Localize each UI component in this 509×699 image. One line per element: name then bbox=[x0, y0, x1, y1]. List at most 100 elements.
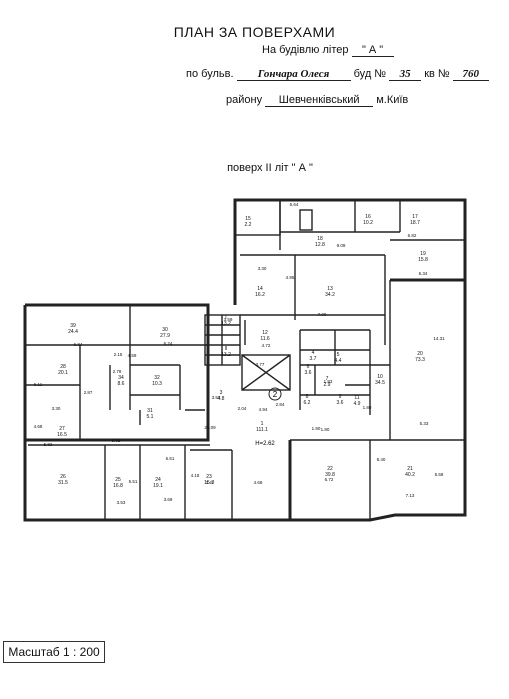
dimension-value: 21.09 bbox=[204, 425, 216, 430]
room-number: 4 bbox=[312, 350, 315, 356]
dimension-labels: 5.646.342.156.246.112.874.593.304.689.82… bbox=[34, 202, 446, 505]
outer-walls bbox=[23, 198, 467, 522]
dimension-value: 14.31 bbox=[433, 336, 445, 341]
dimension-value: 4.94 bbox=[259, 407, 268, 412]
dimension-value: 8.40 bbox=[377, 457, 386, 462]
district-line: району Шевченківський м.Київ bbox=[226, 94, 408, 107]
room-number: I bbox=[225, 315, 226, 321]
room-area: 4.9 bbox=[354, 401, 361, 407]
dimension-value: 3.53 bbox=[212, 395, 221, 400]
dimension-value: 6.24 bbox=[164, 341, 173, 346]
building-line: На будівлю літер " А " bbox=[262, 44, 394, 57]
dimension-value: 5.33 bbox=[420, 421, 429, 426]
room-area: 16.5 bbox=[57, 432, 67, 438]
room-area: 73.3 bbox=[415, 357, 425, 363]
dimension-value: 4.72 bbox=[262, 343, 271, 348]
room-area: 15.7 bbox=[204, 480, 214, 486]
room-area: 3.7 bbox=[310, 356, 317, 362]
scale-box: Масштаб 1 : 200 bbox=[3, 641, 105, 663]
room-number: 12 bbox=[262, 330, 268, 336]
room-number: 15 bbox=[245, 216, 251, 222]
room-number: 8 bbox=[306, 394, 309, 400]
room-area: 2.9 bbox=[324, 382, 331, 388]
room-number: 1 bbox=[261, 421, 264, 427]
room-number: 32 bbox=[154, 375, 160, 381]
room-area: 18.7 bbox=[410, 220, 420, 226]
dimension-value: 2.87 bbox=[84, 390, 93, 395]
room-number: 14 bbox=[257, 286, 263, 292]
room-area: 3.6 bbox=[305, 370, 312, 376]
room-area: 13.2 bbox=[221, 321, 231, 327]
dimension-value: 3.53 bbox=[117, 500, 126, 505]
inner-walls bbox=[25, 199, 465, 520]
room-area: 2.2 bbox=[245, 222, 252, 228]
room-area: 10.3 bbox=[152, 381, 162, 387]
room-area: 10.2 bbox=[363, 220, 373, 226]
dimension-value: 3.59 bbox=[224, 317, 233, 322]
height-label: Н=2.62 bbox=[255, 441, 275, 447]
district-name: Шевченківський bbox=[265, 94, 374, 107]
room-number: 17 bbox=[412, 214, 418, 220]
dimension-value: 5.64 bbox=[290, 202, 299, 207]
room-area: 40.2 bbox=[405, 472, 415, 478]
room-area: 3.6 bbox=[337, 400, 344, 406]
room-number: 28 bbox=[60, 364, 66, 370]
room-area: 31.5 bbox=[58, 480, 68, 486]
dimension-value: 9.09 bbox=[337, 243, 346, 248]
dimension-value: 4.68 bbox=[254, 480, 263, 485]
room-number: 18 bbox=[317, 236, 323, 242]
room-area: 15.8 bbox=[418, 257, 428, 263]
room-area: 34.2 bbox=[325, 292, 335, 298]
room-number: 7 bbox=[326, 376, 329, 382]
dimension-value: 6.72 bbox=[325, 477, 334, 482]
room-area: 4.4 bbox=[335, 358, 342, 364]
room-number: 26 bbox=[60, 474, 66, 480]
address-line: по бульв. Гончара Олеся буд № 35 кв № 76… bbox=[186, 68, 489, 81]
room-number: 13 bbox=[327, 286, 333, 292]
building-prefix: На будівлю літер bbox=[262, 44, 349, 56]
dimension-value: 4.59 bbox=[128, 353, 137, 358]
room-number: 9 bbox=[339, 394, 342, 400]
dimension-value: 4.18 bbox=[191, 473, 200, 478]
dimension-value: 1.90 bbox=[312, 426, 321, 431]
room-number: 19 bbox=[420, 251, 426, 257]
room-number: 31 bbox=[147, 408, 153, 414]
room-number: 27 bbox=[59, 426, 65, 432]
dimension-value: 7.00 bbox=[318, 312, 327, 317]
room-number: 25 bbox=[115, 477, 121, 483]
room-area: 16.2 bbox=[255, 292, 265, 298]
dimension-value: 3.69 bbox=[164, 497, 173, 502]
room-number: 16 bbox=[365, 214, 371, 220]
dimension-value: 5.51 bbox=[129, 479, 138, 484]
dimension-value: 2.15 bbox=[114, 352, 123, 357]
room-area: 5.1 bbox=[147, 414, 154, 420]
room-number: 24 bbox=[155, 477, 161, 483]
floor-circle-marker bbox=[268, 387, 282, 401]
room-number: 5 bbox=[337, 352, 340, 358]
room-area: 111.1 bbox=[256, 427, 268, 433]
street-name: Гончара Олеся bbox=[236, 68, 351, 81]
flat-number: 760 bbox=[452, 68, 489, 81]
room-area: 34.5 bbox=[375, 380, 385, 386]
room-area: 4.8 bbox=[218, 396, 225, 402]
room-area: 8.6 bbox=[118, 381, 125, 387]
room-number: 30 bbox=[162, 327, 168, 333]
dimension-value: 3.42 bbox=[206, 480, 215, 485]
room-number: 22 bbox=[327, 466, 333, 472]
room-number: 20 bbox=[417, 351, 423, 357]
dimension-value: 7.13 bbox=[406, 493, 415, 498]
room-area: 24.4 bbox=[68, 329, 78, 335]
room-number: 39 bbox=[70, 323, 76, 329]
dimension-value: 3.77 bbox=[256, 362, 265, 367]
dimension-value: 2.04 bbox=[238, 406, 247, 411]
house-prefix: буд № bbox=[353, 68, 387, 80]
room-area: 20.1 bbox=[58, 370, 68, 376]
dimension-value: 2.84 bbox=[276, 402, 285, 407]
room-number: 11 bbox=[354, 395, 359, 401]
room-area: 19.1 bbox=[153, 483, 163, 489]
dimension-value: 6.34 bbox=[74, 342, 83, 347]
floor-circle-label: 2 bbox=[273, 390, 278, 399]
city-name: м.Київ bbox=[376, 94, 409, 106]
building-letter: " А " bbox=[351, 44, 394, 57]
